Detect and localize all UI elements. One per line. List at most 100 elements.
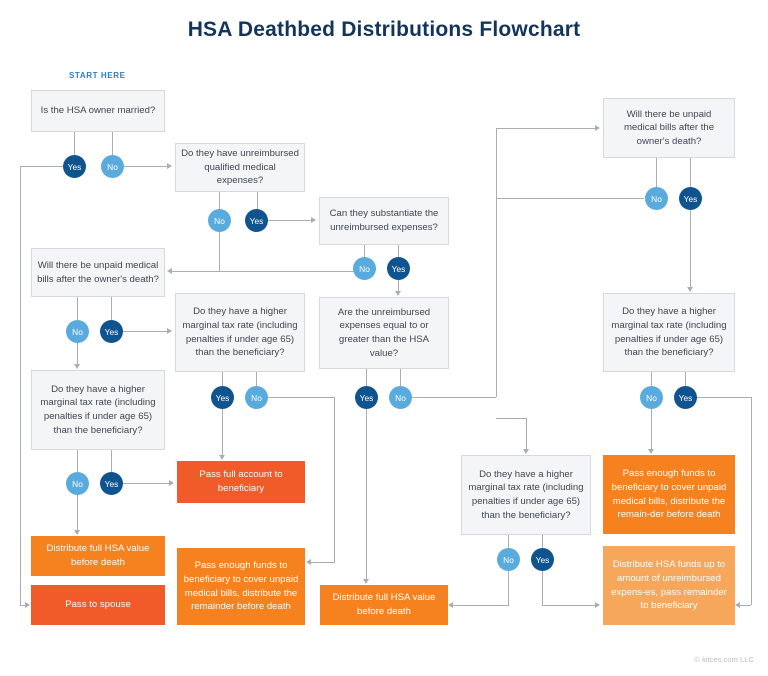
- decision-unpaid-bills-right[interactable]: Will there be unpaid medical bills after…: [603, 98, 735, 158]
- decision-expenses-vs-hsa-value[interactable]: Are the unreimbursed expenses equal to o…: [319, 297, 449, 369]
- conn-d9-no-stem: [656, 158, 657, 187]
- arrow-to-d9: [595, 125, 600, 131]
- conn-d1-yes-h: [20, 166, 64, 167]
- copyright-credit: © kitces.com LLC: [694, 655, 754, 664]
- outcome-pass-enough-funds-mid[interactable]: Pass enough funds to beneficiary to cove…: [177, 548, 305, 625]
- conn-d2-yes-h: [268, 220, 311, 221]
- conn-d8-yes-stem: [542, 535, 543, 549]
- conn-d9-no-h: [496, 198, 644, 199]
- outcome-pass-to-spouse[interactable]: Pass to spouse: [31, 585, 165, 625]
- arrow-to-distribute-center-2: [448, 602, 453, 608]
- arrow-to-d2: [167, 163, 172, 169]
- pill-d10-yes[interactable]: Yes: [674, 386, 697, 409]
- conn-d2-yes-stem: [257, 192, 258, 210]
- pill-d2-no[interactable]: No: [208, 209, 231, 232]
- conn-d5-no-h: [268, 397, 334, 398]
- decision-is-owner-married[interactable]: Is the HSA owner married?: [31, 90, 165, 132]
- arrow-to-pass-full-account: [219, 455, 225, 460]
- conn-d3-no-stem: [364, 245, 365, 258]
- conn-d5-no-v: [334, 397, 335, 562]
- conn-d6-no-v: [496, 128, 497, 397]
- arrow-to-pass-to-spouse: [25, 602, 30, 608]
- pill-d9-yes[interactable]: Yes: [679, 187, 702, 210]
- arrow-to-distribute-center: [363, 579, 369, 584]
- conn-d1-yes-in: [20, 605, 26, 606]
- conn-d3-yes-stem: [398, 245, 399, 258]
- conn-d5-yes-stem: [222, 372, 223, 387]
- conn-d1-no-stem: [112, 132, 113, 156]
- decision-unreimbursed-expenses[interactable]: Do they have unreimbursed qualified medi…: [175, 143, 305, 192]
- conn-d7-no-v: [77, 495, 78, 530]
- pill-d4-yes[interactable]: Yes: [100, 320, 123, 343]
- pill-d6-no[interactable]: No: [389, 386, 412, 409]
- pill-d7-no[interactable]: No: [66, 472, 89, 495]
- decision-substantiate-expenses[interactable]: Can they substantiate the unreimbursed e…: [319, 197, 449, 245]
- conn-d10-no-stem: [651, 372, 652, 387]
- pill-d9-no[interactable]: No: [645, 187, 668, 210]
- conn-d4-yes-stem: [111, 297, 112, 321]
- conn-d5-no-stem: [256, 372, 257, 387]
- pill-d10-no[interactable]: No: [640, 386, 663, 409]
- conn-d5-yes-v: [222, 409, 223, 455]
- arrow-to-d10: [687, 287, 693, 292]
- conn-d8-no-stem: [508, 535, 509, 549]
- pill-d3-no[interactable]: No: [353, 257, 376, 280]
- conn-d1-yes-stem: [74, 132, 75, 156]
- outcome-distribute-up-to-unreimbursed[interactable]: Distribute HSA funds up to amount of unr…: [603, 546, 735, 625]
- outcome-distribute-full-hsa-center[interactable]: Distribute full HSA value before death: [320, 585, 448, 625]
- conn-d2-no-v: [219, 232, 220, 271]
- pill-d2-yes[interactable]: Yes: [245, 209, 268, 232]
- pill-d1-no[interactable]: No: [101, 155, 124, 178]
- conn-d4-no-v: [77, 343, 78, 365]
- outcome-pass-enough-funds-right[interactable]: Pass enough funds to beneficiary to cove…: [603, 455, 735, 534]
- conn-d7-yes-h: [123, 483, 169, 484]
- arrow-to-pass-enough-right: [648, 449, 654, 454]
- decision-marginal-tax-right[interactable]: Do they have a higher marginal tax rate …: [603, 293, 735, 372]
- conn-d3-yes-v: [398, 280, 399, 292]
- arrow-to-d3: [311, 217, 316, 223]
- conn-d10-yes-in: [740, 605, 751, 606]
- conn-d1-yes-v: [20, 166, 21, 605]
- outcome-distribute-full-hsa-left[interactable]: Distribute full HSA value before death: [31, 536, 165, 576]
- conn-d10-yes-stem: [685, 372, 686, 387]
- arrow-to-d6: [395, 291, 401, 296]
- conn-d5-no-in: [311, 562, 335, 563]
- arrow-to-distribute-up-to-2: [735, 602, 740, 608]
- conn-into-d8-v: [526, 418, 527, 449]
- conn-d10-no-v: [651, 409, 652, 449]
- decision-unpaid-bills-left[interactable]: Will there be unpaid medical bills after…: [31, 248, 165, 297]
- pill-d5-no[interactable]: No: [245, 386, 268, 409]
- pill-d1-yes[interactable]: Yes: [63, 155, 86, 178]
- arrow-to-pass-enough-mid: [306, 559, 311, 565]
- decision-marginal-tax-left[interactable]: Do they have a higher marginal tax rate …: [31, 370, 165, 450]
- pill-d4-no[interactable]: No: [66, 320, 89, 343]
- conn-d6-no-stem: [400, 369, 401, 387]
- conn-d8-no-h: [453, 605, 509, 606]
- start-here-label: START HERE: [69, 71, 126, 80]
- pill-d8-yes[interactable]: Yes: [531, 548, 554, 571]
- outcome-pass-full-account[interactable]: Pass full account to beneficiary: [177, 461, 305, 503]
- arrow-to-d5: [167, 328, 172, 334]
- arrow-to-d4-from-d2: [167, 268, 172, 274]
- pill-d5-yes[interactable]: Yes: [211, 386, 234, 409]
- conn-d8-no-v: [508, 571, 509, 605]
- conn-d6-yes-stem: [366, 369, 367, 387]
- conn-d6-no-top: [496, 128, 595, 129]
- conn-into-d8-h: [496, 418, 527, 419]
- arrow-to-pass-full-account-2: [169, 480, 174, 486]
- pill-d3-yes[interactable]: Yes: [387, 257, 410, 280]
- pill-d7-yes[interactable]: Yes: [100, 472, 123, 495]
- conn-d4-no-stem: [77, 297, 78, 321]
- pill-d6-yes[interactable]: Yes: [355, 386, 378, 409]
- conn-d6-no-h: [412, 397, 496, 398]
- arrow-to-distribute-up-to: [595, 602, 600, 608]
- conn-d8-yes-h: [542, 605, 595, 606]
- conn-d9-yes-stem: [690, 158, 691, 187]
- conn-d7-no-stem: [77, 450, 78, 474]
- decision-marginal-tax-center[interactable]: Do they have a higher marginal tax rate …: [461, 455, 591, 535]
- arrow-to-distribute-left: [74, 530, 80, 535]
- pill-d8-no[interactable]: No: [497, 548, 520, 571]
- arrow-into-d8: [523, 449, 529, 454]
- decision-marginal-tax-mid-upper[interactable]: Do they have a higher marginal tax rate …: [175, 293, 305, 372]
- conn-d7-yes-stem: [111, 450, 112, 474]
